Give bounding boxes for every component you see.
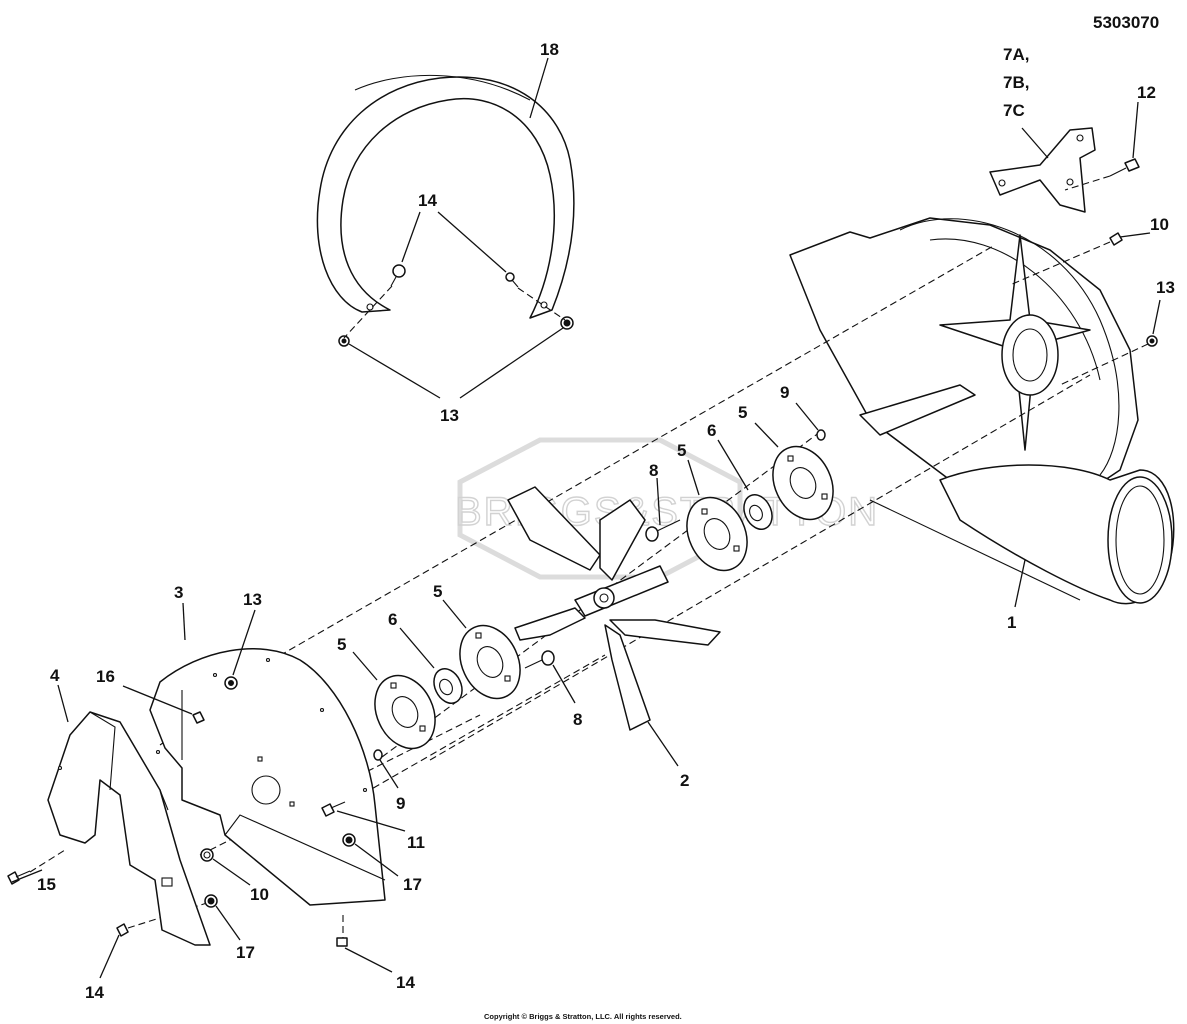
callout-5-lower-mid: 5 [433,582,442,601]
callout-5-upper-mid: 5 [677,441,686,460]
part-12-bolt [1064,158,1140,191]
left-hardware [7,711,356,947]
part-4-guard [47,711,211,946]
part-1-blower-housing [789,217,1175,605]
callout-5-lower-left: 5 [337,635,346,654]
callout-9-lower: 9 [396,794,405,813]
callout-13-left: 13 [243,590,262,609]
part-7-bracket [989,127,1096,213]
copyright-notice: Copyright © Briggs & Stratton, LLC. All … [484,1012,682,1021]
callout-5-upper-right: 5 [738,403,747,422]
part-2-impeller [507,486,721,731]
callout-3: 3 [174,583,183,602]
callout-7a: 7A, [1003,45,1029,64]
callout-6-upper: 6 [707,421,716,440]
leader-lines [11,57,1161,979]
callout-13-right: 13 [1156,278,1175,297]
band-hardware [338,264,574,347]
callout-6-lower: 6 [388,610,397,629]
callout-12: 12 [1137,83,1156,102]
part-3-backplate [149,648,386,906]
callout-18: 18 [540,40,559,59]
callout-17-mid: 17 [403,875,422,894]
callout-14-left: 14 [85,983,104,1002]
callout-11: 11 [407,833,425,852]
callout-8-lower: 8 [573,710,582,729]
callout-10-right: 10 [1150,215,1169,234]
callout-1: 1 [1007,613,1016,632]
callout-labels: 5303070 18 14 13 7A, 7B, 7C 12 10 13 1 9… [37,13,1175,1021]
callout-14-top: 14 [418,191,437,210]
callout-14-bottom: 14 [396,973,415,992]
callout-4: 4 [50,666,60,685]
callout-7c: 7C [1003,101,1025,120]
right-hardware [1009,232,1158,386]
part-18-band [316,74,575,319]
callout-13-top: 13 [440,406,459,425]
lower-bearing-set [373,624,555,761]
upper-bearing-set [645,429,834,572]
document-number: 5303070 [1093,13,1159,32]
callout-2: 2 [680,771,689,790]
callout-9-upper: 9 [780,383,789,402]
callout-8-upper: 8 [649,461,658,480]
callout-10-left: 10 [250,885,269,904]
callout-17-lower: 17 [236,943,255,962]
callout-16: 16 [96,667,115,686]
callout-7b: 7B, [1003,73,1029,92]
callout-15: 15 [37,875,56,894]
